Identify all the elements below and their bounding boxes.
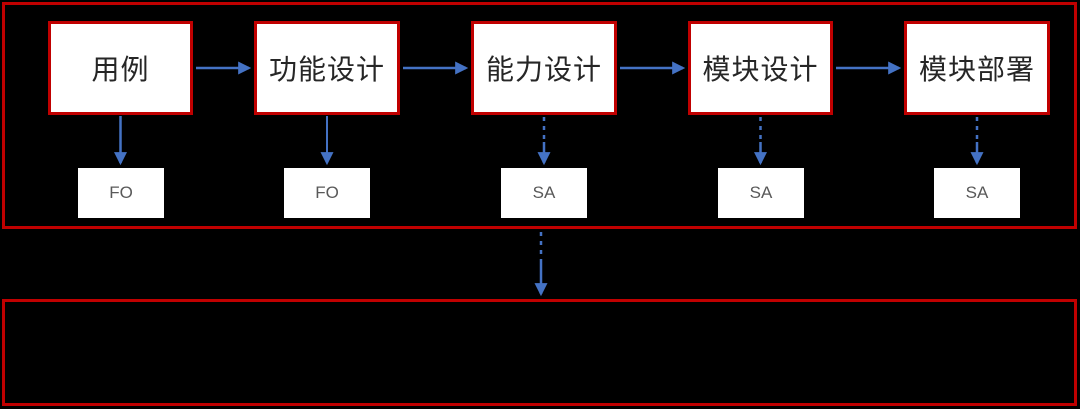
tag-box-sa-1: SA	[501, 168, 587, 218]
stage-box-module-deploy: 模块部署	[904, 21, 1050, 115]
stage-box-function-design: 功能设计	[254, 21, 400, 115]
tag-box-fo-1: FO	[78, 168, 164, 218]
stage-box-use-case: 用例	[48, 21, 193, 115]
stage-label: 功能设计	[268, 54, 385, 85]
lower-container	[2, 299, 1077, 406]
tag-label: SA	[532, 183, 556, 202]
pipeline-container	[2, 2, 1077, 229]
stage-label: 用例	[91, 54, 150, 85]
tag-box-sa-3: SA	[934, 168, 1020, 218]
stage-box-module-design: 模块设计	[688, 21, 833, 115]
tag-label: SA	[749, 183, 773, 202]
tag-box-fo-2: FO	[284, 168, 370, 218]
tag-label: FO	[109, 183, 133, 202]
stage-label: 模块部署	[918, 54, 1035, 85]
tag-label: FO	[315, 183, 339, 202]
tag-label: SA	[965, 183, 989, 202]
stage-label: 模块设计	[702, 54, 819, 85]
stage-label: 能力设计	[485, 54, 602, 85]
stage-box-capability-design: 能力设计	[471, 21, 617, 115]
tag-box-sa-2: SA	[718, 168, 804, 218]
